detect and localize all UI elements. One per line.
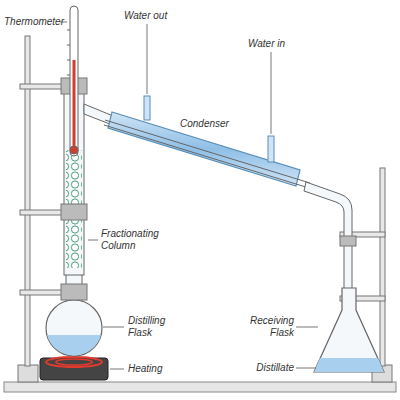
heating-label: Heating [128,363,188,375]
condenser-label: Condenser [180,118,250,130]
column-label: Fractionating Column [101,228,181,252]
thermometer-label: Thermometer [4,16,62,28]
water-out-label: Water out [124,10,194,22]
water-in-label: Water in [248,38,318,50]
distilling-flask-label: Distilling Flask [128,315,188,339]
distillate-label: Distillate [240,362,294,374]
receiving-flask-label: Receiving Flask [240,315,294,339]
